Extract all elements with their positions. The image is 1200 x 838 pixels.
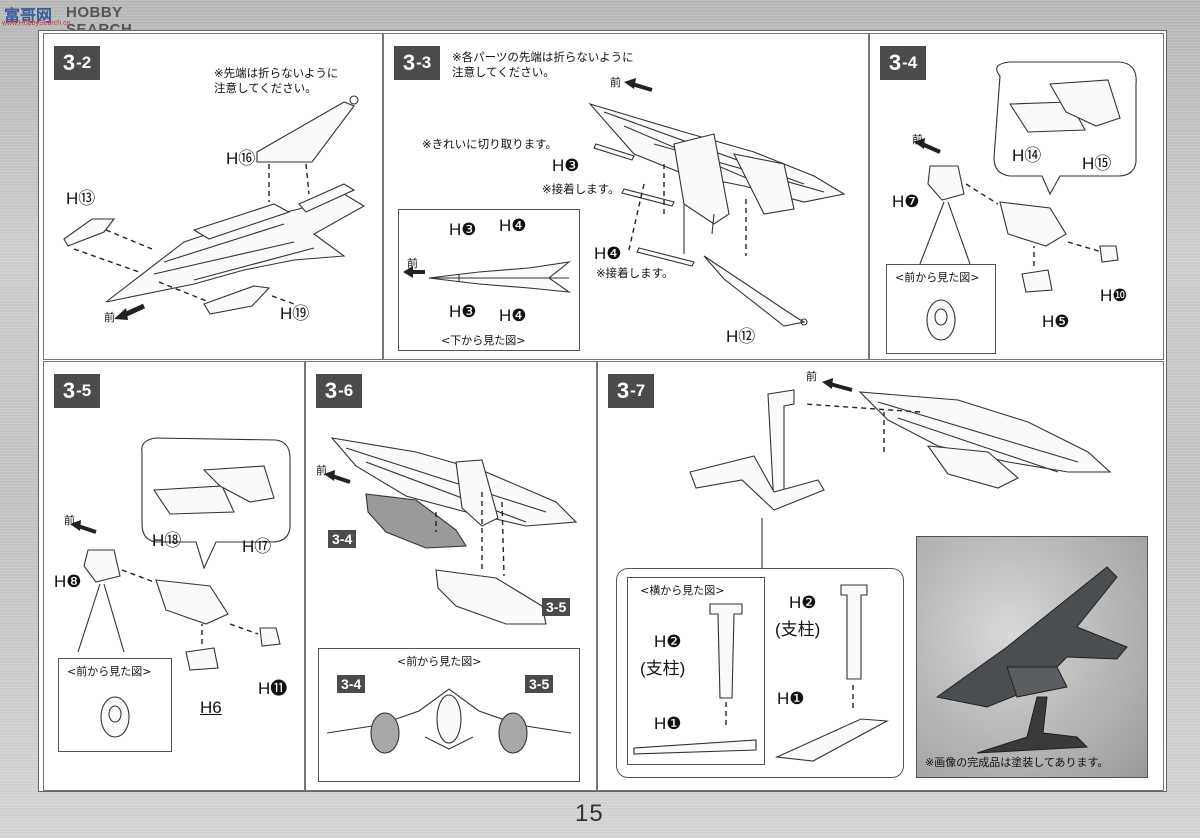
part-label-h19: H⑲ xyxy=(280,304,310,323)
step-number: 3-7 xyxy=(608,374,654,408)
note-cut-cleanly: ※きれいに切り取ります。 xyxy=(422,137,557,151)
inset-caption: <前から見た図> xyxy=(397,655,482,668)
step-number: 3-3 xyxy=(394,46,440,80)
stand-mounting-diagram xyxy=(689,378,1112,568)
part-label-h5: H❺ xyxy=(1042,312,1070,331)
side-part-label-h2: H❷ xyxy=(654,632,682,651)
part-label-h4: H❹ xyxy=(594,244,622,263)
inset-front-view: <前から見た図> xyxy=(886,264,996,354)
watermark-logo: 富哥网 xyxy=(4,8,53,25)
front-direction-label: 前 xyxy=(104,311,115,324)
inset-label-h4-bottom: H❹ xyxy=(499,306,527,325)
final-pod-attachment-diagram xyxy=(324,437,578,625)
note-glue-1: ※接着します。 xyxy=(542,182,620,196)
part-label-h17: H⑰ xyxy=(242,537,272,556)
inset-ref-tag-3-5: 3-5 xyxy=(525,675,554,693)
panel-step-3-2: 3-2 ※先端は折らないように 注意してください。 H⑯ H⑬ H⑲ 前 xyxy=(43,33,383,360)
front-direction-label: 前 xyxy=(64,514,75,527)
inset-front-view: <前から見た図> xyxy=(58,658,172,752)
inset-label-h4-top: H❹ xyxy=(499,216,527,235)
main-part-label-h1: H❶ xyxy=(777,689,805,708)
watermark: 富哥网 HOBBY SEARCH www.HobbySearch.cn xyxy=(0,0,160,38)
side-view-caption: <横から見た図> xyxy=(640,584,725,597)
note-glue-2: ※接着します。 xyxy=(596,266,674,280)
inset-side-view: <横から見た図> H❷ (支柱) H❶ xyxy=(627,577,765,765)
part-label-h6: H6 xyxy=(200,698,222,717)
inset-label-h3-bottom: H❸ xyxy=(449,302,477,321)
pod-assembly-diagram xyxy=(914,61,1137,293)
part-label-h7: H❼ xyxy=(892,192,920,211)
part-label-h15: H⑮ xyxy=(1082,154,1112,173)
inset-caption: <前から見た図> xyxy=(895,271,980,284)
inset-bottom-view: 前 H❸ H❹ H❸ H❹ <下から見た図> xyxy=(398,209,580,351)
inset-label-h3-top: H❸ xyxy=(449,220,477,239)
front-direction-label: 前 xyxy=(806,370,817,383)
ship-assembly-diagram xyxy=(63,95,366,320)
inset-caption: <下から見た図> xyxy=(441,334,526,347)
ref-tag-3-4: 3-4 xyxy=(328,530,357,548)
inset-front-label: 前 xyxy=(407,257,418,270)
inset-caption: <前から見た図> xyxy=(67,665,152,678)
part-label-h14: H⑭ xyxy=(1012,146,1042,165)
painted-sample-note: ※画像の完成品は塗装してあります。 xyxy=(925,756,1109,769)
warning-note: ※先端は折らないように 注意してください。 xyxy=(214,66,339,95)
finished-model-photo: ※画像の完成品は塗装してあります。 xyxy=(916,536,1148,778)
instruction-sheet: 3-2 ※先端は折らないように 注意してください。 H⑯ H⑬ H⑲ 前 xyxy=(38,30,1167,792)
warning-note-top: ※各パーツの先端は折らないように 注意してください。 xyxy=(452,50,634,79)
step-number: 3-5 xyxy=(54,374,100,408)
inset-front-view: <前から見た図> 3-4 3-5 xyxy=(318,648,580,782)
front-direction-label: 前 xyxy=(316,464,327,477)
part-label-h8: H❽ xyxy=(54,572,82,591)
pod-assembly-diagram xyxy=(70,437,291,671)
panel-step-3-4: 3-4 前 H❼ H⑭ H⑮ H❿ H❺ <前から見た図> xyxy=(869,33,1164,360)
side-part-label-h1: H❶ xyxy=(654,714,682,733)
part-label-h11: H⓫ xyxy=(258,679,288,698)
part-label-h13: H⑬ xyxy=(66,189,96,208)
step-number: 3-4 xyxy=(880,46,926,80)
panel-step-3-6: 3-6 前 3-4 3-5 <前から見た図> 3- xyxy=(305,361,597,791)
side-pillar-label: (支柱) xyxy=(640,659,686,678)
panel-step-3-7: 3-7 前 <横から見た図> xyxy=(597,361,1164,791)
inset-ref-tag-3-4: 3-4 xyxy=(337,675,366,693)
step-number: 3-2 xyxy=(54,46,100,80)
step-number: 3-6 xyxy=(316,374,362,408)
panel-step-3-5: 3-5 前 H❽ H⑱ H⑰ H⓫ H6 <前から見た図> xyxy=(43,361,305,791)
main-part-label-h2: H❷ xyxy=(789,593,817,612)
main-pillar-label: (支柱) xyxy=(775,620,821,639)
front-direction-label: 前 xyxy=(912,133,923,146)
part-label-h12: H⑫ xyxy=(726,327,756,346)
watermark-url: www.HobbySearch.cn xyxy=(2,20,71,27)
front-direction-label: 前 xyxy=(610,76,621,89)
part-label-h16: H⑯ xyxy=(226,149,256,168)
panel-step-3-3: 3-3 ※各パーツの先端は折らないように 注意してください。 ※きれいに切り取り… xyxy=(383,33,869,360)
inset-stand-detail: <横から見た図> H❷ (支柱) H❶ H❷ (支柱) H❶ xyxy=(616,568,904,778)
part-label-h3: H❸ xyxy=(552,156,580,175)
finished-model-image xyxy=(935,566,1128,754)
ref-tag-3-5: 3-5 xyxy=(542,598,571,616)
part-label-h18: H⑱ xyxy=(152,531,182,550)
ship-assembly-diagram xyxy=(588,78,846,327)
page-number: 15 xyxy=(575,800,604,827)
part-label-h10: H❿ xyxy=(1100,286,1128,305)
